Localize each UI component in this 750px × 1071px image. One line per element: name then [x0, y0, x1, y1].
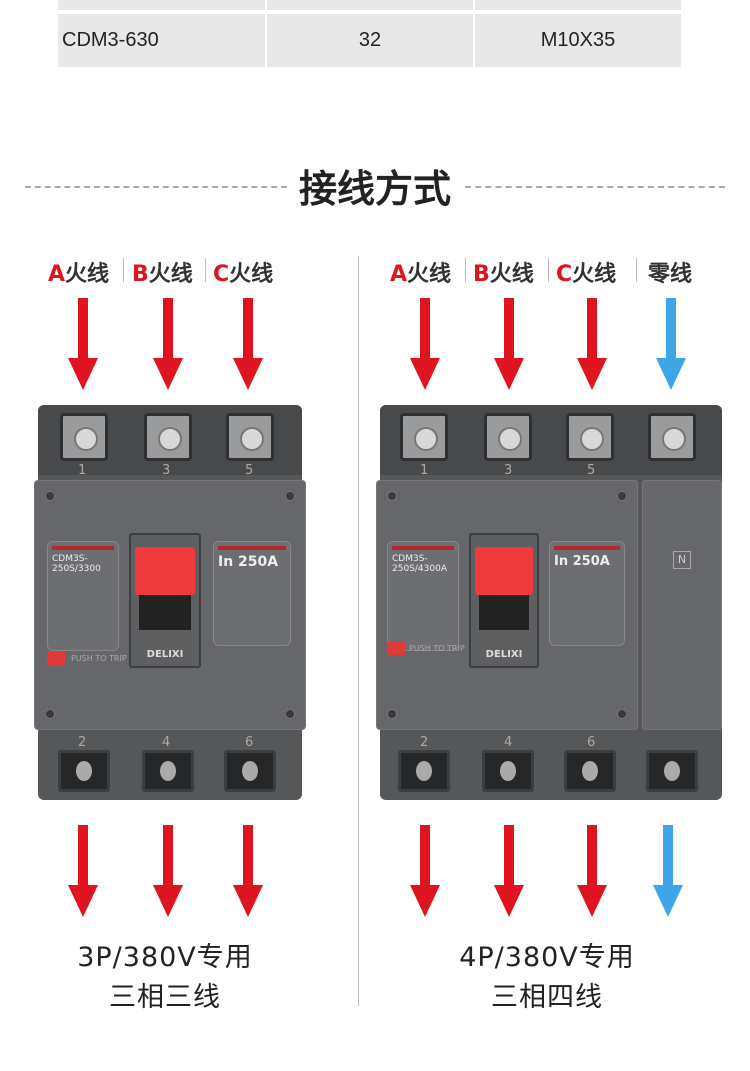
- neutral-arrow-icon: [653, 825, 683, 917]
- terminal: [60, 413, 108, 461]
- terminal: [58, 750, 110, 792]
- terminal: [226, 413, 274, 461]
- breaker-toggle[interactable]: DELIXI: [469, 533, 539, 668]
- terminal-number: 2: [420, 735, 429, 750]
- divider-right: [465, 186, 725, 188]
- live-arrow-icon: [68, 825, 98, 917]
- label-separator: [205, 258, 206, 282]
- terminal-number: 5: [245, 463, 254, 478]
- rating-label: In 250A: [549, 541, 625, 646]
- push-to-trip-label: PUSH TO TRIP: [409, 644, 465, 653]
- live-arrow-icon: [577, 298, 607, 390]
- label-separator: [465, 258, 466, 282]
- live-arrow-icon: [494, 298, 524, 390]
- terminal: [564, 750, 616, 792]
- label-separator: [636, 258, 637, 282]
- spec-label: CDM3S-250S/4300A: [387, 541, 459, 651]
- section-title: 接线方式: [298, 167, 451, 211]
- label-neutral: 零线: [648, 262, 693, 287]
- table-cell: [58, 0, 265, 10]
- terminal-number: 3: [504, 463, 513, 478]
- live-arrow-icon: [410, 825, 440, 917]
- live-arrow-icon: [494, 825, 524, 917]
- terminal-number: 6: [587, 735, 596, 750]
- live-arrow-icon: [410, 298, 440, 390]
- label-b-live: B火线: [473, 262, 534, 287]
- caption-4p: 4P/380V专用: [459, 942, 635, 973]
- label-c-live: C火线: [213, 262, 274, 287]
- terminal: [646, 750, 698, 792]
- spec-label: CDM3S-250S/3300: [47, 541, 119, 651]
- label-separator: [548, 258, 549, 282]
- neutral-mark: N: [673, 551, 691, 569]
- table-cell: [267, 0, 473, 10]
- terminal: [566, 413, 614, 461]
- terminal: [482, 750, 534, 792]
- label-a-live: A火线: [48, 262, 110, 287]
- terminal-number: 1: [420, 463, 429, 478]
- divider-left: [25, 186, 287, 188]
- terminal-number: 1: [78, 463, 87, 478]
- label-b-live: B火线: [132, 262, 193, 287]
- breaker-toggle[interactable]: DELIXI: [129, 533, 201, 668]
- live-arrow-icon: [153, 825, 183, 917]
- table-cell-model: CDM3-630: [58, 14, 265, 67]
- caption-4p-sub: 三相四线: [491, 982, 603, 1013]
- breaker-3p: 1 3 5 CDM3S-250S/3300 DELIXI In 250A PUS…: [34, 405, 306, 800]
- terminal: [224, 750, 276, 792]
- live-arrow-icon: [153, 298, 183, 390]
- terminal-number: 5: [587, 463, 596, 478]
- live-arrow-icon: [233, 298, 263, 390]
- label-separator: [123, 258, 124, 282]
- push-to-trip-button[interactable]: [387, 641, 405, 655]
- terminal-number: 4: [504, 735, 513, 750]
- neutral-pole: N: [642, 480, 722, 730]
- table-cell-value: 32: [267, 14, 473, 67]
- vertical-divider: [358, 256, 359, 1006]
- live-arrow-icon: [233, 825, 263, 917]
- table-cell-bolt: M10X35: [475, 14, 681, 67]
- terminal-number: 4: [162, 735, 171, 750]
- live-arrow-icon: [68, 298, 98, 390]
- push-to-trip-label: PUSH TO TRIP: [71, 654, 127, 663]
- push-to-trip-button[interactable]: [47, 651, 65, 665]
- breaker-face: CDM3S-250S/3300 DELIXI In 250A PUSH TO T…: [34, 480, 306, 730]
- terminal-number: 2: [78, 735, 87, 750]
- terminal: [648, 413, 696, 461]
- breaker-4p: 1 3 5 CDM3S-250S/4300A DELIXI In 250A PU…: [376, 405, 722, 800]
- table-cell: [475, 0, 681, 10]
- terminal: [142, 750, 194, 792]
- terminal-number: 6: [245, 735, 254, 750]
- rating-label: In 250A: [213, 541, 291, 646]
- breaker-face: CDM3S-250S/4300A DELIXI In 250A PUSH TO …: [376, 480, 638, 730]
- terminal: [400, 413, 448, 461]
- terminal: [144, 413, 192, 461]
- terminal: [484, 413, 532, 461]
- terminal-number: 3: [162, 463, 171, 478]
- terminal: [398, 750, 450, 792]
- neutral-arrow-icon: [656, 298, 686, 390]
- live-arrow-icon: [577, 825, 607, 917]
- label-a-live: A火线: [390, 262, 452, 287]
- label-c-live: C火线: [556, 262, 617, 287]
- caption-3p: 3P/380V专用: [77, 942, 253, 973]
- caption-3p-sub: 三相三线: [109, 982, 221, 1013]
